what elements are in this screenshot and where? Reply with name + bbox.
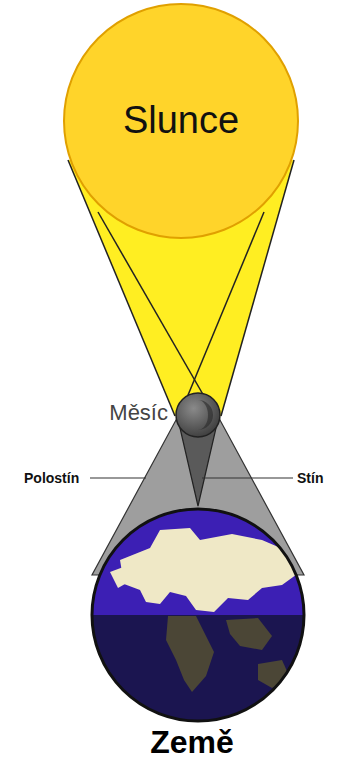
body-label: Země [150,725,234,760]
sun-circle: Slunce [63,3,299,239]
umbra-cone [180,428,216,506]
moon-disc [176,393,220,437]
tangent-line [176,212,264,424]
shadow-label: Stín [297,470,323,486]
moon-circle: Měsíc [176,393,220,437]
body-name: Slunce [123,100,239,142]
body-label: Měsíc [109,401,168,425]
leader-line [90,477,146,478]
earth-circle: Země [92,509,304,721]
tangent-line [98,212,220,424]
earth-outline [92,509,304,721]
moon-shade [198,400,213,430]
earth-globe [90,505,310,730]
leader-line [202,477,293,478]
penumbra-label: Polostín [24,470,79,486]
